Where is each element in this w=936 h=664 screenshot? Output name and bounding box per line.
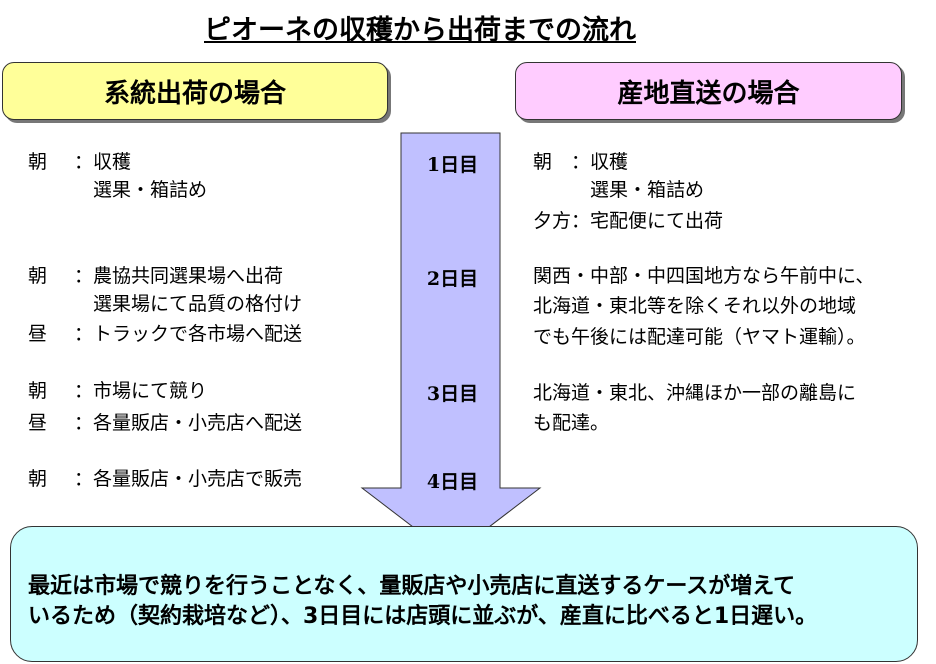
right-line: でも午後には配達可能（ヤマト運輸）。 xyxy=(533,326,866,348)
step-text: 選果場にて品質の格付け xyxy=(74,293,303,315)
note-line-2: いるため（契約栽培など）、3日目には店頭に並ぶが、産直に比べると1日遅い。 xyxy=(28,604,818,629)
day-label: 4日目 xyxy=(426,471,479,493)
step-text: ：農協共同選果場へ出荷 xyxy=(74,265,284,287)
right-line: も配達。 xyxy=(533,412,610,434)
page-title: ピオーネの収穫から出荷までの流れ xyxy=(0,8,840,47)
right-line: 北海道・東北等を除くそれ以外の地域 xyxy=(533,295,857,317)
title-text: ピオーネの収穫から出荷までの流れ xyxy=(204,15,636,46)
right-line: 関西・中部・中四国地方なら午前中に、 xyxy=(533,265,875,287)
time-label: 昼 xyxy=(28,412,48,434)
time-label: 朝 xyxy=(28,468,48,490)
day-label: 2日目 xyxy=(426,268,479,290)
time-label: 朝 xyxy=(28,265,48,287)
header-direct-shipping: 産地直送の場合 xyxy=(515,62,902,120)
step-text: 選果・箱詰め xyxy=(74,179,208,201)
note-line-1: 最近は市場で競りを行うことなく、量販店や小売店に直送するケースが増えて xyxy=(28,574,796,599)
time-label: 朝 xyxy=(28,151,48,173)
step-text: ：市場にて競り xyxy=(74,380,208,402)
step-text: ：各量販店・小売店で販売 xyxy=(74,468,303,490)
step-text: ：トラックで各市場へ配送 xyxy=(74,323,303,345)
right-line: 北海道・東北、沖縄ほか一部の離島に xyxy=(533,382,857,404)
right-line: 選果・箱詰め xyxy=(533,179,705,201)
right-line: 夕方：宅配便にて出荷 xyxy=(533,210,724,232)
day-label: 1日目 xyxy=(426,154,479,176)
time-label: 朝 xyxy=(28,380,48,402)
step-text: ：収穫 xyxy=(74,151,132,173)
down-arrow-shape xyxy=(360,132,542,557)
header-system-shipping: 系統出荷の場合 xyxy=(2,62,388,120)
note-box xyxy=(10,526,918,662)
right-line: 朝 ：収穫 xyxy=(533,151,629,173)
time-label: 昼 xyxy=(28,323,48,345)
step-text: ：各量販店・小売店へ配送 xyxy=(74,412,303,434)
day-label: 3日目 xyxy=(426,383,479,405)
